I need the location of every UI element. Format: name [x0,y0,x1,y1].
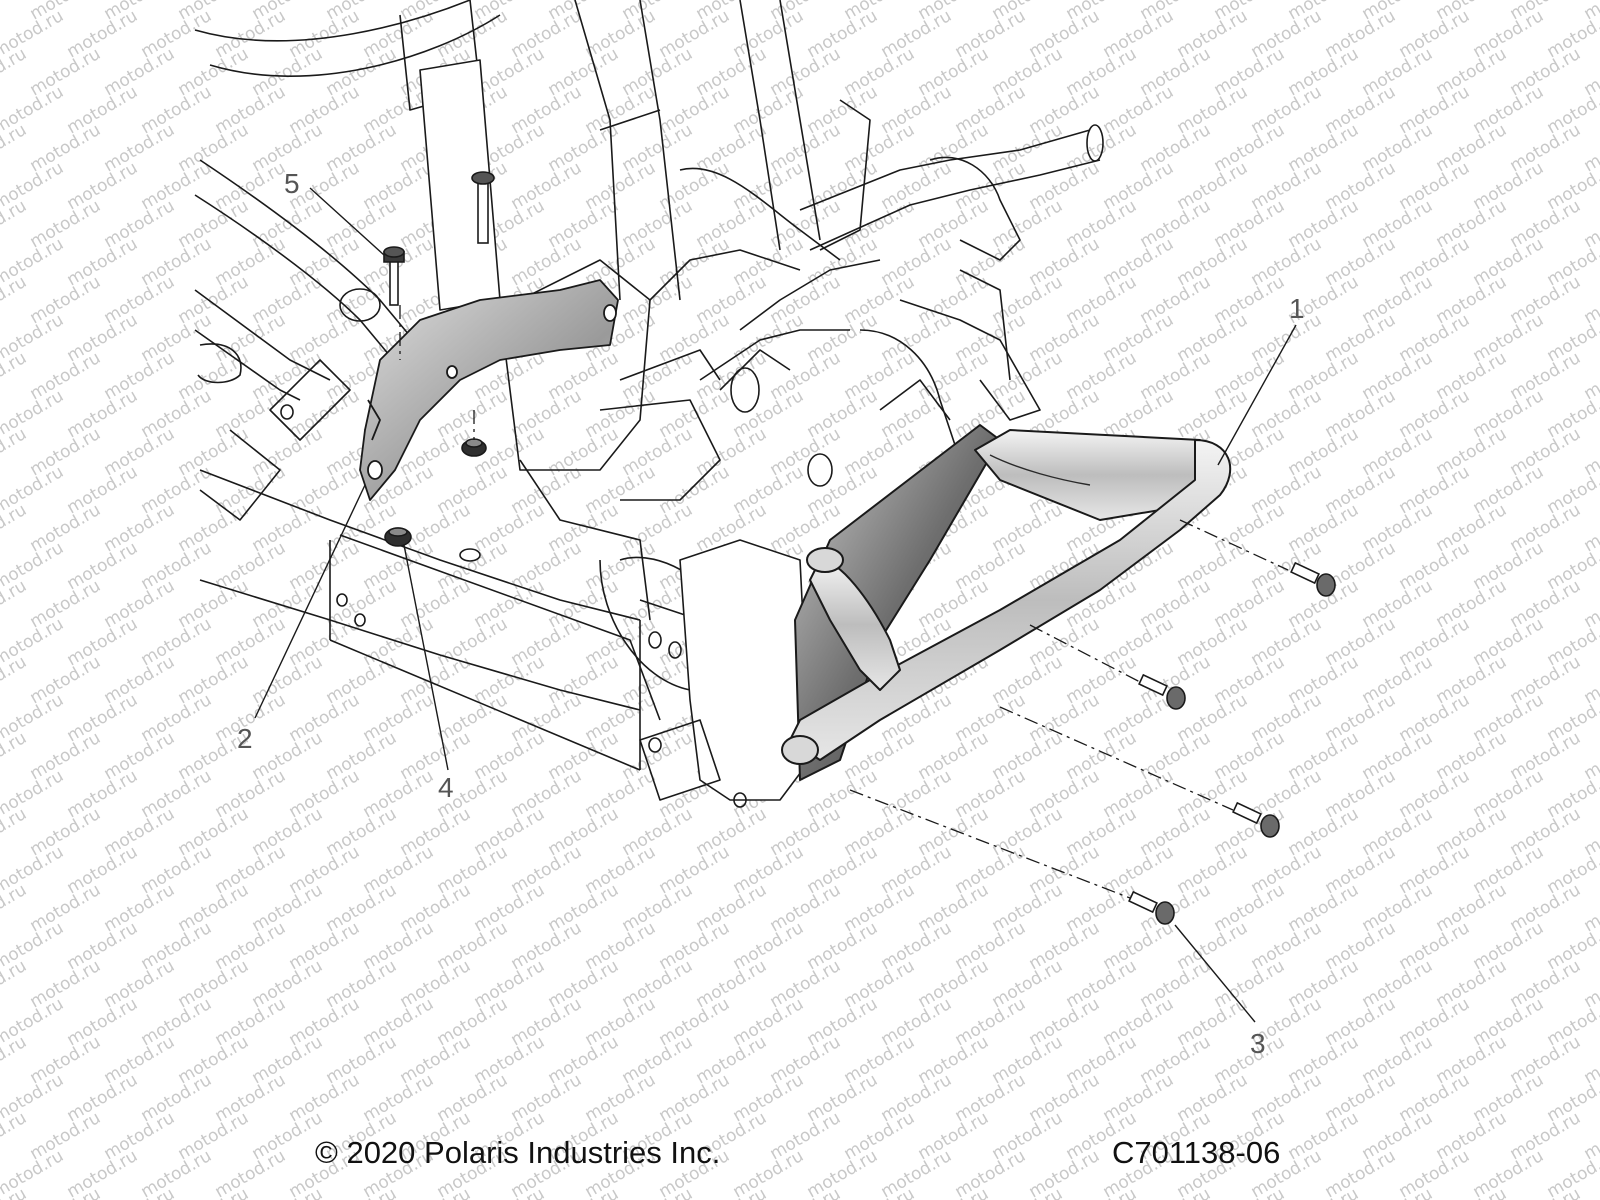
assembly-lines [399,305,1289,899]
watermark-text: motod.ru [64,1146,142,1200]
leader-line-2 [254,484,366,719]
watermark-text: motod.ru [730,1146,808,1200]
watermark-text: motod.ru [1322,1146,1400,1200]
vehicle-frame [194,0,1104,808]
watermark-text: motod.ru [0,196,30,252]
leader-line-4 [403,544,449,771]
copyright-text: © 2020 Polaris Industries Inc. [315,1135,721,1170]
bolt-5 [383,246,405,306]
callout-labels: 1 2 3 4 5 [237,168,1305,1059]
watermark-text: motod.ru [0,120,30,176]
watermark-text: motod.ru [804,1146,882,1200]
watermark-text: motod.ru [0,272,30,328]
watermark-text: motod.ru [0,804,30,860]
callout-1: 1 [1289,293,1305,324]
callout-3: 3 [1250,1028,1266,1059]
watermark-text: motod.ru [0,576,30,632]
watermark-text: motod.ru [0,0,30,24]
bolt-3 [1232,801,1280,838]
leader-line-3 [1174,924,1256,1023]
watermark-text: motod.ru [212,1146,290,1200]
watermark-text: motod.ru [0,880,30,936]
nut-4 [384,438,487,547]
watermark-text: motod.ru [1396,1146,1474,1200]
watermark-text: motod.ru [138,1146,216,1200]
watermark-text: motod.ru [0,956,30,1012]
watermark-text: motod.ru [952,1146,1030,1200]
bolt-upper [471,171,495,244]
leader-lines [254,187,1297,1023]
watermark-text: motod.ru [0,424,30,480]
bolt-3 [1128,890,1175,925]
bolt-3-group [1128,561,1336,925]
watermark-text: motod.ru [0,1108,30,1164]
watermark-text: motod.ru [0,500,30,556]
watermark-text: motod.ru [0,1032,30,1088]
bolt-3 [1138,673,1186,710]
leader-line-5 [309,187,385,256]
bolt-3 [1290,561,1336,597]
front-bumper-1 [781,424,1232,781]
drawing-number: C701138-06 [1112,1135,1281,1170]
watermark-text: motod.ru [0,728,30,784]
watermark-text: motod.ru [1026,1146,1104,1200]
watermark-text: motod.ru [0,348,30,404]
leader-line-1 [1217,324,1297,466]
callout-4: 4 [438,772,454,803]
watermark-text: motod.ru [0,652,30,708]
watermark-text: motod.ru [1470,1146,1548,1200]
watermark-text: motod.ru [878,1146,956,1200]
callout-5: 5 [284,168,300,199]
callout-2: 2 [237,723,253,754]
watermark-text: motod.ru [1581,1184,1600,1200]
watermark-text: motod.ru [0,44,30,100]
